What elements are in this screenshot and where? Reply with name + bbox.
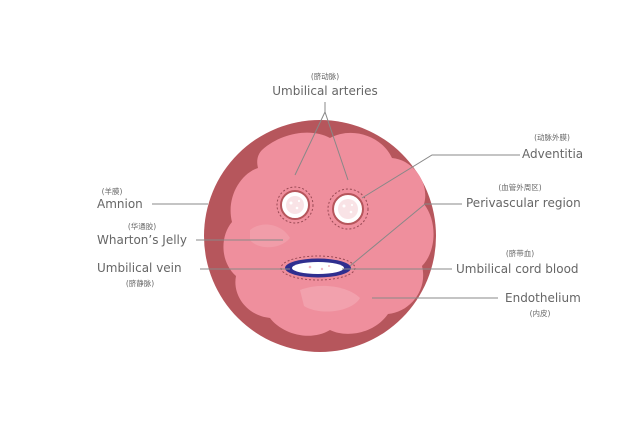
label-perivascular-region: Perivascular region: [466, 196, 581, 210]
label-whartons-jelly-cn: (华通胶): [128, 221, 156, 231]
whartons-jelly-tissue: [223, 132, 434, 336]
label-umbilical-arteries: Umbilical arteries: [272, 84, 377, 98]
leader-perivascular: [349, 203, 462, 267]
label-amnion-cn: (羊膜): [102, 186, 123, 196]
leader-lines: [152, 102, 520, 299]
label-umbilical-vein-cn: (脐静脉): [126, 278, 154, 288]
label-umbilical-cord-blood: Umbilical cord blood: [456, 262, 579, 276]
umbilical-vein: [280, 255, 356, 281]
tissue-highlight: [250, 224, 290, 248]
umbilical-artery-left: [276, 186, 314, 224]
umbilical-artery-right: [327, 188, 369, 230]
tissue-highlight: [300, 285, 360, 312]
label-endothelium-cn: (内皮): [530, 308, 551, 318]
label-amnion: Amnion: [97, 197, 143, 211]
label-umbilical-vein: Umbilical vein: [97, 261, 182, 275]
label-adventitia: Adventitia: [522, 147, 583, 161]
label-perivascular-cn: (血管外周区): [498, 182, 541, 192]
label-cord-blood-cn: (脐带血): [506, 248, 534, 258]
label-endothelium: Endothelium: [505, 291, 581, 305]
label-umbilical-arteries-cn: (脐动脉): [311, 71, 339, 81]
leader-adventitia: [361, 154, 520, 199]
label-adventitia-cn: (动脉外膜): [534, 132, 570, 142]
label-whartons-jelly: Wharton’s Jelly: [97, 233, 187, 247]
